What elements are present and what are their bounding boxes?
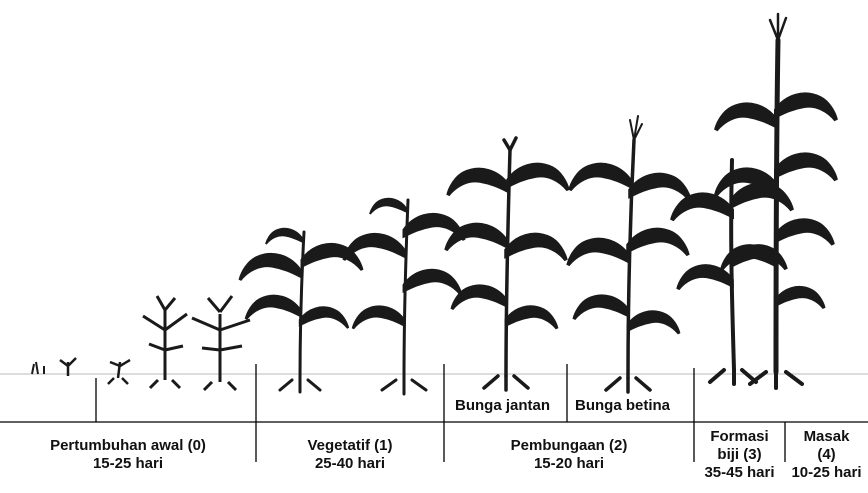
stage-name-4-line-1: Masak bbox=[785, 428, 868, 446]
stage-label-3: Formasi biji (3) 35-45 hari bbox=[694, 428, 785, 482]
stage-duration-1: 25-40 hari bbox=[256, 455, 444, 473]
mature-plants bbox=[672, 14, 836, 388]
stage-label-2: Pembungaan (2) 15-20 hari bbox=[444, 437, 694, 473]
stage-name-3-line-1: Formasi bbox=[694, 428, 785, 446]
vegetative-plants bbox=[240, 199, 464, 394]
silk-label: Bunga betina bbox=[575, 397, 670, 415]
stage-label-1: Vegetatif (1) 25-40 hari bbox=[256, 437, 444, 473]
stage-duration-3: 35-45 hari bbox=[694, 464, 785, 482]
stage-duration-4: 10-25 hari bbox=[785, 464, 868, 482]
stage-duration-0: 15-25 hari bbox=[0, 455, 256, 473]
stage-name-0: Pertumbuhan awal (0) bbox=[0, 437, 256, 455]
tassel-label: Bunga jantan bbox=[455, 397, 550, 415]
stage-label-0: Pertumbuhan awal (0) 15-25 hari bbox=[0, 437, 256, 473]
stage-name-1: Vegetatif (1) bbox=[256, 437, 444, 455]
stage-name-3-line-2: biji (3) bbox=[694, 446, 785, 464]
stage-name-4-line-2: (4) bbox=[785, 446, 868, 464]
flowering-plants bbox=[446, 116, 690, 392]
stage-name-2: Pembungaan (2) bbox=[444, 437, 694, 455]
seedling-plants bbox=[32, 296, 250, 390]
stage-duration-2: 15-20 hari bbox=[444, 455, 694, 473]
stage-label-4: Masak (4) 10-25 hari bbox=[785, 428, 868, 482]
